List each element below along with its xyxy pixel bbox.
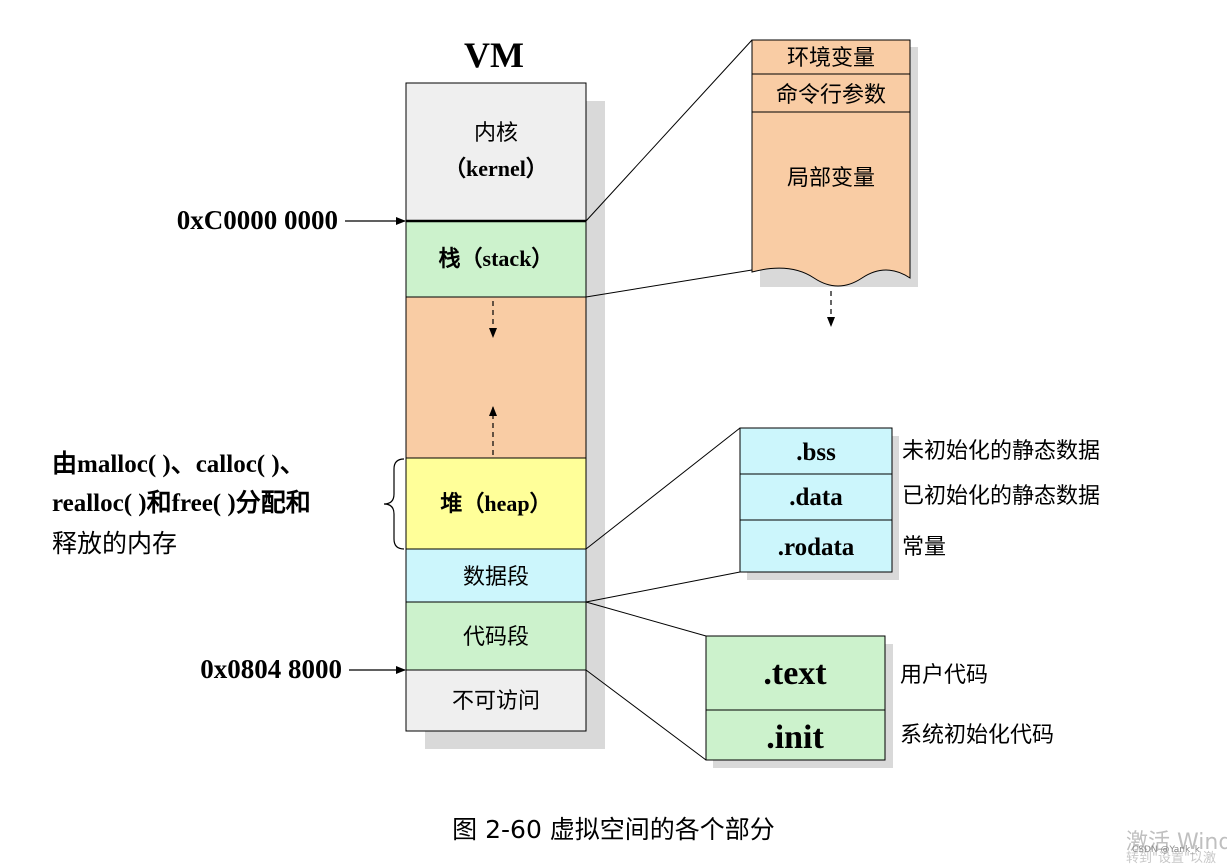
heap-note-line3: 释放的内存	[52, 529, 177, 558]
code-detail-row-text	[705, 635, 886, 711]
program-address-label: 0x0804 8000	[200, 654, 342, 684]
kernel-segment	[405, 82, 587, 222]
no-access-segment	[405, 669, 587, 732]
kernel-address-label: 0xC0000 0000	[177, 205, 338, 235]
bss-desc: 未初始化的静态数据	[902, 439, 1100, 464]
heap-segment	[405, 457, 587, 550]
csdn-watermark: CSDN @Yank_k	[1132, 845, 1200, 855]
code-zoom-line-bottom	[585, 669, 707, 761]
data-segment	[405, 548, 587, 603]
cmd-args-label: 命令行参数	[776, 83, 886, 108]
no-access-label: 不可访问	[452, 689, 540, 714]
data-zoom-line-top	[585, 427, 741, 550]
heap-note-line2: realloc( )和free( )分配和	[52, 489, 311, 517]
text-section-desc: 用户代码	[900, 663, 988, 688]
init-section-desc: 系统初始化代码	[900, 723, 1054, 748]
bss-name: .bss	[796, 439, 836, 466]
data-desc: 已初始化的静态数据	[902, 484, 1100, 509]
text-section-name: .text	[763, 655, 827, 692]
data-detail-row-rodata	[739, 519, 893, 573]
stack-zoom-line-bottom	[585, 269, 753, 298]
kernel-label-en: （kernel）	[444, 156, 548, 181]
stack-zoom-line-top	[585, 39, 753, 222]
data-zoom-line-bottom	[585, 571, 741, 603]
stack-detail-panel	[751, 39, 911, 287]
windows-activation-watermark: 激活 Windo	[1126, 830, 1227, 855]
data-name: .data	[789, 484, 843, 511]
data-detail-row-bss	[739, 427, 893, 475]
data-detail-row-data	[739, 473, 893, 521]
heap-note-line1: 由malloc( )、calloc( )、	[52, 450, 305, 478]
figure-caption: 图 2-60 虚拟空间的各个部分	[452, 815, 775, 844]
local-vars-label: 局部变量	[787, 166, 875, 191]
windows-activation-watermark-line2: 转到"设置"以激	[1126, 851, 1216, 866]
stack-segment	[405, 220, 587, 298]
code-zoom-line-top	[585, 601, 707, 637]
heap-label: 堆（heap）	[440, 491, 551, 516]
vm-title: VM	[464, 35, 524, 75]
stack-label: 栈（stack）	[439, 246, 554, 271]
heap-note-brace	[383, 458, 405, 550]
code-segment-label: 代码段	[463, 625, 529, 650]
code-segment	[405, 601, 587, 671]
kernel-label: 内核	[474, 121, 518, 146]
free-gap-segment	[405, 296, 587, 459]
code-detail-row-init	[705, 709, 886, 761]
init-section-name: .init	[766, 719, 824, 756]
rodata-desc: 常量	[902, 535, 946, 560]
data-segment-label: 数据段	[463, 565, 529, 590]
rodata-name: .rodata	[778, 534, 855, 561]
env-vars-label: 环境变量	[787, 46, 875, 71]
